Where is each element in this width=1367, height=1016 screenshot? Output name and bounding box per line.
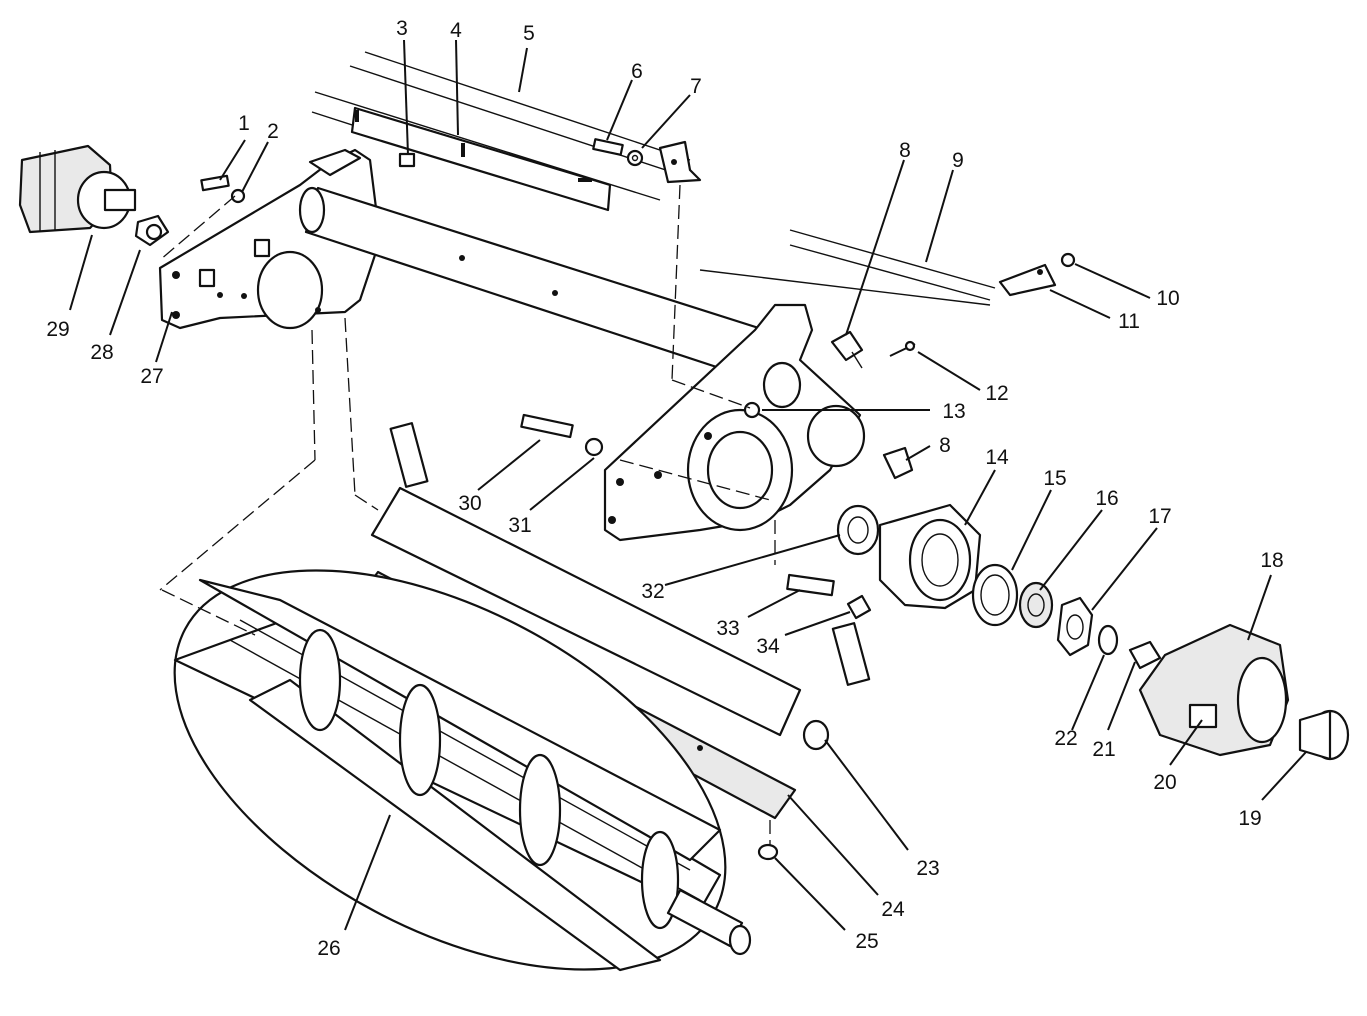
callout-34: 34 [756, 635, 780, 658]
side-plate-right [603, 303, 866, 542]
callout-6: 6 [631, 60, 643, 83]
bolt-30 [520, 413, 574, 439]
bedbar-23 [370, 422, 871, 751]
cap-19 [1298, 709, 1350, 761]
callout-23: 23 [916, 857, 939, 880]
nut-17 [1056, 596, 1094, 657]
callout-27: 27 [140, 365, 163, 388]
callout-15: 15 [1043, 467, 1066, 490]
callout-24: 24 [881, 898, 905, 921]
washer-22 [1097, 624, 1119, 656]
roller-tube [298, 186, 767, 380]
callout-2: 2 [267, 120, 279, 143]
washer-10 [1060, 252, 1076, 268]
callout-17: 17 [1148, 505, 1171, 528]
reel-26 [173, 569, 752, 972]
pivot-bracket [658, 140, 702, 184]
washer-31 [584, 437, 604, 457]
callout-12: 12 [985, 382, 1008, 405]
grease-fitting-8-upper [830, 330, 864, 369]
callout-14: 14 [985, 446, 1009, 469]
washer-7 [626, 149, 644, 167]
callout-33: 33 [716, 617, 739, 640]
callout-30: 30 [458, 492, 481, 515]
callout-18: 18 [1260, 549, 1283, 572]
assembly-lines [159, 184, 776, 845]
callout-8-upper: 8 [899, 139, 911, 162]
callout-32: 32 [641, 580, 664, 603]
callout-10: 10 [1156, 287, 1179, 310]
callout-9: 9 [952, 149, 964, 172]
hydraulic-motor-left [18, 144, 137, 234]
callout-31: 31 [508, 514, 531, 537]
nut-13 [743, 401, 761, 419]
bolt-1 [200, 174, 230, 192]
callout-3: 3 [396, 17, 408, 40]
callout-11: 11 [1118, 310, 1140, 333]
frame-rod-lower [699, 229, 996, 306]
callout-28: 28 [90, 341, 113, 364]
callout-25: 25 [855, 930, 878, 953]
fitting-28 [134, 214, 170, 247]
callout-5: 5 [523, 22, 535, 45]
callout-20: 20 [1153, 771, 1176, 794]
callout-29: 29 [46, 318, 69, 341]
leader-lines [69, 39, 1307, 931]
washer-2 [230, 188, 246, 204]
callout-4: 4 [450, 19, 462, 42]
callout-26: 26 [317, 937, 340, 960]
fitting-34 [846, 594, 872, 620]
callout-labels: 1 2 3 4 5 6 7 8 9 10 11 12 13 8 14 15 16… [46, 17, 1283, 960]
nut-3 [398, 152, 416, 168]
callout-1: 1 [238, 112, 250, 135]
pin-12 [889, 340, 916, 357]
cup-15 [971, 563, 1019, 627]
bearing-housing-14 [878, 503, 982, 610]
hydraulic-motor-right [1138, 623, 1290, 757]
callout-19: 19 [1238, 807, 1261, 830]
callout-8-lower: 8 [939, 434, 951, 457]
seal-32 [836, 504, 880, 556]
screw-25 [757, 843, 779, 861]
callout-7: 7 [690, 75, 702, 98]
adjuster-bar [350, 106, 612, 212]
callout-22: 22 [1054, 727, 1077, 750]
bolt-21 [1128, 640, 1162, 670]
callout-21: 21 [1092, 738, 1115, 761]
callout-16: 16 [1095, 487, 1118, 510]
grease-fitting-8-lower [882, 446, 914, 480]
bearing-16 [1018, 581, 1054, 629]
adjust-link-11 [998, 263, 1057, 297]
bolt-6 [592, 138, 624, 156]
callout-13: 13 [942, 400, 965, 423]
